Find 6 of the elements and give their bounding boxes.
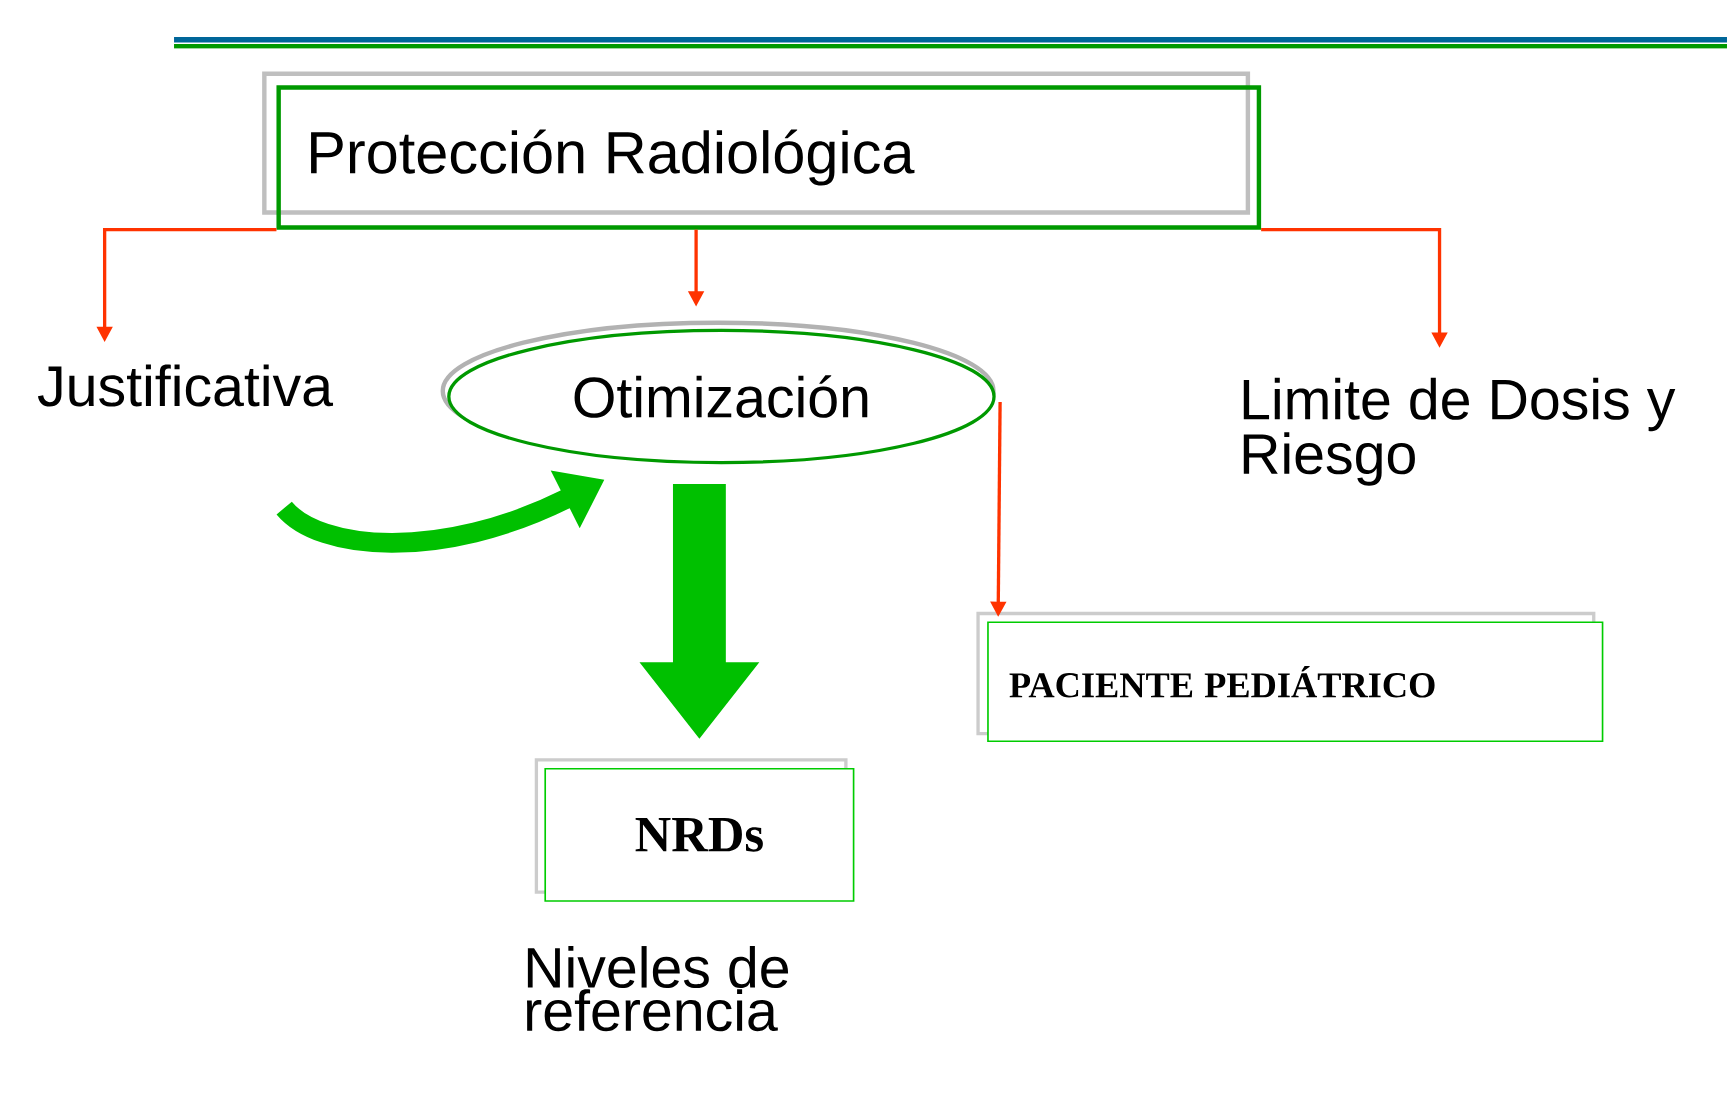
caption-text: Niveles de referencia: [527, 946, 789, 1032]
label-text: Justificativa: [37, 364, 334, 407]
title-box: Protección Radiológica: [276, 85, 1262, 230]
process-box: PACIENTE PEDIÁTRICO: [987, 621, 1604, 743]
label-text: Limite de Dosis y Riesgo: [1243, 377, 1676, 486]
process-box: NRDs: [544, 768, 855, 902]
